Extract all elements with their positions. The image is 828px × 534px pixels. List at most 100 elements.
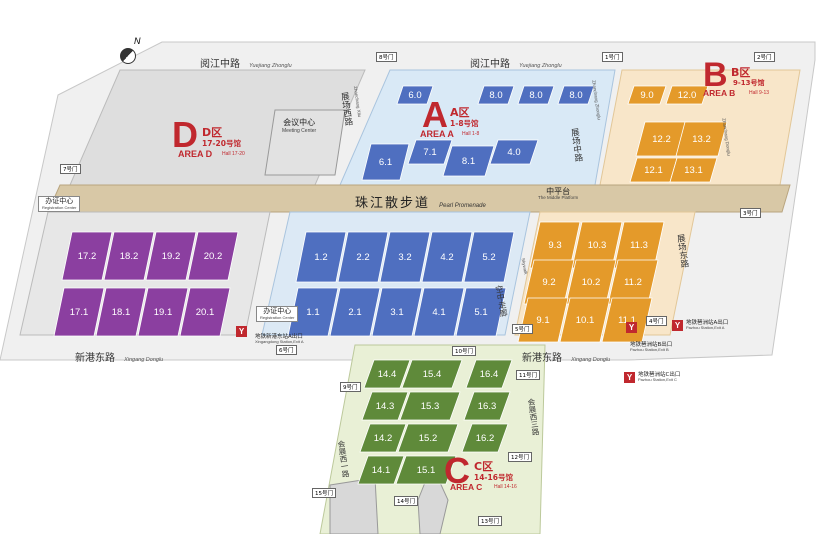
hall-label: 6.1 bbox=[379, 157, 392, 168]
hall-block bbox=[361, 391, 409, 421]
hall-14-4: 14.4 bbox=[363, 359, 411, 389]
hall-block bbox=[179, 287, 231, 337]
hall-2-2: 2.2 bbox=[337, 231, 389, 283]
hall-block bbox=[145, 231, 197, 281]
road-cn: 会展西一路 bbox=[336, 439, 351, 478]
road-cn: 展场东路 bbox=[674, 233, 690, 269]
hall-4-2: 4.2 bbox=[421, 231, 473, 283]
hall-block bbox=[517, 85, 555, 105]
hall-block bbox=[357, 455, 405, 485]
registration-cn: 办证中心 bbox=[45, 197, 74, 205]
area-range: 9-13号馆 bbox=[733, 79, 765, 87]
metro-icon: Y bbox=[672, 320, 683, 331]
meeting-center-cn: 会议中心 bbox=[283, 118, 316, 127]
road-kongzhong: 空中走廊 bbox=[493, 284, 509, 317]
hall-block bbox=[295, 231, 347, 283]
hall-7-1: 7.1 bbox=[407, 139, 453, 165]
hall-label: 10.1 bbox=[576, 315, 595, 326]
road-en: Xingang Donglu bbox=[124, 357, 164, 363]
hall-15-1: 15.1 bbox=[395, 455, 457, 485]
hall-block bbox=[465, 359, 513, 389]
hall-block bbox=[399, 391, 461, 421]
meeting-center-en: Meeting Center bbox=[282, 127, 317, 134]
hall-block bbox=[361, 143, 410, 181]
hall-5-1: 5.1 bbox=[455, 287, 507, 337]
hall-label: 3.2 bbox=[398, 252, 411, 263]
hall-label: 13.2 bbox=[692, 134, 711, 145]
hall-14-3: 14.3 bbox=[361, 391, 409, 421]
area-letter: C bbox=[444, 450, 470, 491]
hall-block bbox=[53, 287, 105, 337]
hall-19-2: 19.2 bbox=[145, 231, 197, 281]
area-en: AREA A bbox=[420, 129, 454, 139]
gate-3: 3号门 bbox=[740, 208, 761, 218]
meeting-center-building bbox=[264, 109, 346, 176]
hall-label: 4.2 bbox=[440, 252, 453, 263]
metro-en: Pazhou Station,Exit A bbox=[686, 325, 725, 331]
hall-1-2: 1.2 bbox=[295, 231, 347, 283]
middle-platform-label: 中平台 The Middle Platform bbox=[538, 188, 578, 201]
road-cn: 阅江中路 bbox=[470, 59, 510, 70]
area-range: 17-20号馆 bbox=[202, 139, 241, 148]
area-cn: A区 bbox=[450, 106, 470, 119]
road-cn: 展场西路 bbox=[338, 91, 354, 127]
hall-block bbox=[463, 391, 511, 421]
hall-20-1: 20.1 bbox=[179, 287, 231, 337]
area-range: 14-16号馆 bbox=[474, 473, 513, 482]
hall-block bbox=[455, 287, 507, 337]
hall-label: 15.1 bbox=[417, 465, 436, 476]
hall-label: 3.1 bbox=[390, 307, 403, 318]
area-cn: C区 bbox=[474, 460, 494, 473]
gate-5: 5号门 bbox=[512, 324, 533, 334]
area-letter: D bbox=[172, 114, 198, 155]
area-en: AREA C bbox=[450, 482, 483, 492]
hall-8-0: 8.0 bbox=[517, 85, 555, 105]
road-cn: 新港东路 bbox=[522, 353, 562, 364]
gate-7: 7号门 bbox=[60, 164, 81, 174]
meeting-center-label: 会议中心 Meeting Center bbox=[282, 118, 316, 134]
hall-block bbox=[95, 287, 147, 337]
hall-label: 12.2 bbox=[652, 134, 671, 145]
metro-xingangdong-a: Y 地铁新港东站A出口 Xingangdong Station,Exit A bbox=[236, 326, 303, 344]
hall-label: 9.0 bbox=[640, 90, 653, 101]
hall-20-2: 20.2 bbox=[187, 231, 239, 281]
hall-label: 19.1 bbox=[154, 307, 173, 318]
road-zhandong-en: Zhanchang Donglu bbox=[721, 118, 731, 156]
promenade-en: Pearl Promenade bbox=[439, 203, 486, 209]
area-cn: B区 bbox=[731, 66, 751, 79]
metro-icon: Y bbox=[624, 372, 635, 383]
hall-label: 14.2 bbox=[374, 433, 393, 444]
hall-block bbox=[407, 139, 453, 165]
area-en: AREA D bbox=[178, 149, 213, 159]
gate-2: 2号门 bbox=[754, 52, 775, 62]
hall-block bbox=[442, 145, 495, 177]
road-huizhan1: 会展西一路 bbox=[335, 439, 351, 478]
hall-label: 15.2 bbox=[419, 433, 438, 444]
hall-2-1: 2.1 bbox=[329, 287, 381, 337]
road-huizhan3: 会展西三路 bbox=[525, 397, 541, 436]
hall-15-3: 15.3 bbox=[399, 391, 461, 421]
gate-10: 10号门 bbox=[452, 346, 476, 356]
hall-3-1: 3.1 bbox=[371, 287, 423, 337]
gate-1: 1号门 bbox=[602, 52, 623, 62]
hall-18-2: 18.2 bbox=[103, 231, 155, 281]
metro-cn: 地铁琶洲站A出口 bbox=[686, 320, 729, 326]
hall-block bbox=[61, 231, 113, 281]
hall-block bbox=[187, 231, 239, 281]
hall-5-2: 5.2 bbox=[463, 231, 515, 283]
metro-en: Pazhou Station,Exit B bbox=[630, 347, 669, 353]
hall-label: 11.3 bbox=[630, 240, 648, 251]
gate-14: 14号门 bbox=[394, 496, 418, 506]
hall-block bbox=[103, 231, 155, 281]
metro-en: Xingangdong Station,Exit A bbox=[255, 339, 304, 345]
road-zhanxi: 展场西路 bbox=[338, 91, 355, 126]
hall-label: 6.0 bbox=[408, 90, 421, 101]
hall-block bbox=[665, 85, 709, 105]
road-zhanzhong: 展场中路 bbox=[568, 127, 585, 162]
road-kongzhong-en: Skywalk bbox=[521, 258, 529, 275]
hall-13-1: 13.1 bbox=[669, 157, 718, 183]
hall-block bbox=[477, 85, 515, 105]
hall-11-1: 11.1 bbox=[601, 297, 653, 343]
hall-label: 17.2 bbox=[78, 251, 97, 262]
hall-label: 14.4 bbox=[378, 369, 397, 380]
